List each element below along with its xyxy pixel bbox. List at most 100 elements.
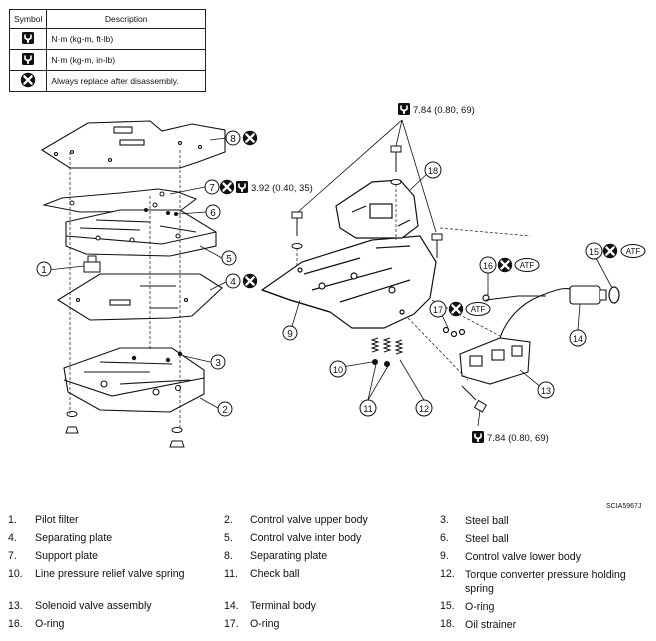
parts-row: 16.O-ring 17.O-ring 18.Oil strainer — [8, 618, 652, 636]
torque-wrench-icon — [397, 102, 411, 116]
svg-text:3: 3 — [215, 358, 221, 369]
part-number: 5. — [224, 532, 233, 544]
support-plate — [42, 188, 198, 213]
part-number: 6. — [440, 532, 449, 544]
part-number: 3. — [440, 514, 449, 526]
pilot-filter — [83, 255, 101, 273]
torque-wrench-nm-kgm-inlb-icon — [21, 52, 35, 66]
separating-plate-top — [40, 120, 226, 169]
legend-header-description: Description — [46, 9, 206, 29]
svg-text:ATF: ATF — [471, 305, 486, 314]
legend-text: Always replace after disassembly. — [46, 70, 206, 92]
atf-labels: ATF ATF ATF — [465, 244, 646, 316]
callout-3: 3 — [210, 354, 226, 370]
callouts: 1 2 3 4 5 6 7 8 9 10 11 12 13 14 15 16 1… — [36, 130, 603, 417]
part-number: 16. — [8, 618, 23, 630]
part-name: O-ring — [35, 618, 65, 630]
part-name: Steel ball — [465, 515, 509, 527]
callout-5: 5 — [221, 250, 237, 266]
part-name: Line pressure relief valve spring — [35, 568, 185, 580]
parts-row: 4.Separating plate 5.Control valve inter… — [8, 532, 652, 550]
part-number: 8. — [224, 550, 233, 562]
springs — [370, 337, 404, 367]
part-number: 12. — [440, 568, 455, 580]
part-number: 14. — [224, 600, 239, 612]
legend-row: Always replace after disassembly. — [8, 70, 206, 92]
torque-wrench-icon — [235, 180, 249, 194]
torque-spec-top: 7.84 (0.80, 69) — [397, 102, 475, 116]
callout-7: 7 — [204, 179, 220, 195]
part-number: 15. — [440, 600, 455, 612]
legend-header-row: Symbol Description — [8, 9, 206, 29]
atf-label-17: ATF — [465, 302, 491, 316]
svg-text:8: 8 — [230, 134, 236, 145]
legend-header-symbol: Symbol — [8, 9, 48, 29]
callout-17: 17 — [429, 300, 447, 318]
svg-text:17: 17 — [433, 305, 443, 315]
callout-9: 9 — [282, 325, 298, 341]
symbol-legend-table: Symbol Description N·m (kg-m, ft-lb) N·m… — [8, 9, 206, 92]
part-name: O-ring — [465, 601, 495, 613]
part-name: Pilot filter — [35, 514, 79, 526]
part-name: Separating plate — [35, 532, 113, 544]
part-number: 9. — [440, 550, 449, 562]
callout-13: 13 — [537, 381, 555, 399]
parts-row: 13.Solenoid valve assembly 14.Terminal b… — [8, 600, 652, 618]
svg-text:7: 7 — [209, 183, 215, 194]
svg-text:9: 9 — [287, 329, 293, 340]
callout-12: 12 — [415, 399, 433, 417]
torque-wrench-icon — [471, 430, 485, 444]
part-number: 11. — [224, 568, 238, 580]
o-rings — [442, 286, 620, 338]
torque-wrench-nm-kgm-ftlb-icon — [21, 31, 35, 45]
atf-label-16: ATF — [514, 258, 540, 272]
part-name: Torque converter pressure holding spring — [465, 569, 626, 595]
svg-text:ATF: ATF — [520, 261, 535, 270]
part-name: Control valve inter body — [250, 532, 362, 544]
callout-14: 14 — [569, 329, 587, 347]
callout-11: 11 — [359, 399, 377, 417]
part-name: Terminal body — [250, 600, 316, 612]
callout-8: 8 — [225, 130, 241, 146]
svg-text:7.84 (0.80, 69): 7.84 (0.80, 69) — [413, 105, 475, 116]
parts-row: 7.Support plate 8.Separating plate 9.Con… — [8, 550, 652, 568]
part-name: Support plate — [35, 550, 99, 562]
torque-spec-left: 3.92 (0.40, 35) — [235, 180, 313, 194]
part-name: Solenoid valve assembly — [35, 600, 152, 612]
part-number: 18. — [440, 618, 455, 630]
separating-plate-lower — [56, 273, 223, 321]
parts-list: 1. Pilot filter 2. Control valve upper bod… — [8, 514, 652, 636]
svg-text:11: 11 — [363, 404, 372, 414]
callout-1: 1 — [36, 261, 52, 277]
callout-6: 6 — [205, 204, 221, 220]
svg-text:15: 15 — [589, 247, 599, 257]
svg-text:10: 10 — [333, 365, 343, 375]
svg-text:4: 4 — [230, 277, 236, 288]
replace-x-icon — [19, 71, 37, 89]
part-name: Check ball — [250, 568, 300, 580]
alignment-lines-left — [69, 150, 181, 430]
part-number: 1. — [8, 514, 17, 526]
svg-text:ATF: ATF — [626, 247, 641, 256]
part-number: 2. — [224, 514, 233, 526]
part-name: Oil strainer — [465, 619, 517, 631]
parts-row: 10.Line pressure relief valve spring 11.… — [8, 568, 652, 600]
part-name: Control valve upper body — [250, 514, 368, 526]
figure-code: SCIA5967J — [606, 503, 642, 510]
part-number: 7. — [8, 550, 17, 562]
bolts-lower-left — [65, 411, 185, 448]
svg-text:2: 2 — [222, 405, 228, 416]
part-name: Control valve lower body — [465, 551, 581, 563]
svg-text:7.84 (0.80, 69): 7.84 (0.80, 69) — [487, 433, 549, 444]
bolt-bottom — [461, 385, 488, 413]
svg-text:12: 12 — [419, 404, 429, 414]
parts-row: 1. Pilot filter 2. Control valve upper bod… — [8, 514, 652, 532]
svg-text:16: 16 — [483, 261, 493, 271]
callout-2: 2 — [217, 401, 233, 417]
atf-label-15: ATF — [620, 244, 646, 258]
legend-text: N·m (kg-m, ft-lb) — [46, 28, 206, 50]
svg-text:3.92 (0.40, 35): 3.92 (0.40, 35) — [251, 183, 313, 194]
callout-10: 10 — [329, 360, 347, 378]
part-name: Steel ball — [465, 533, 509, 545]
callout-4: 4 — [225, 273, 241, 289]
